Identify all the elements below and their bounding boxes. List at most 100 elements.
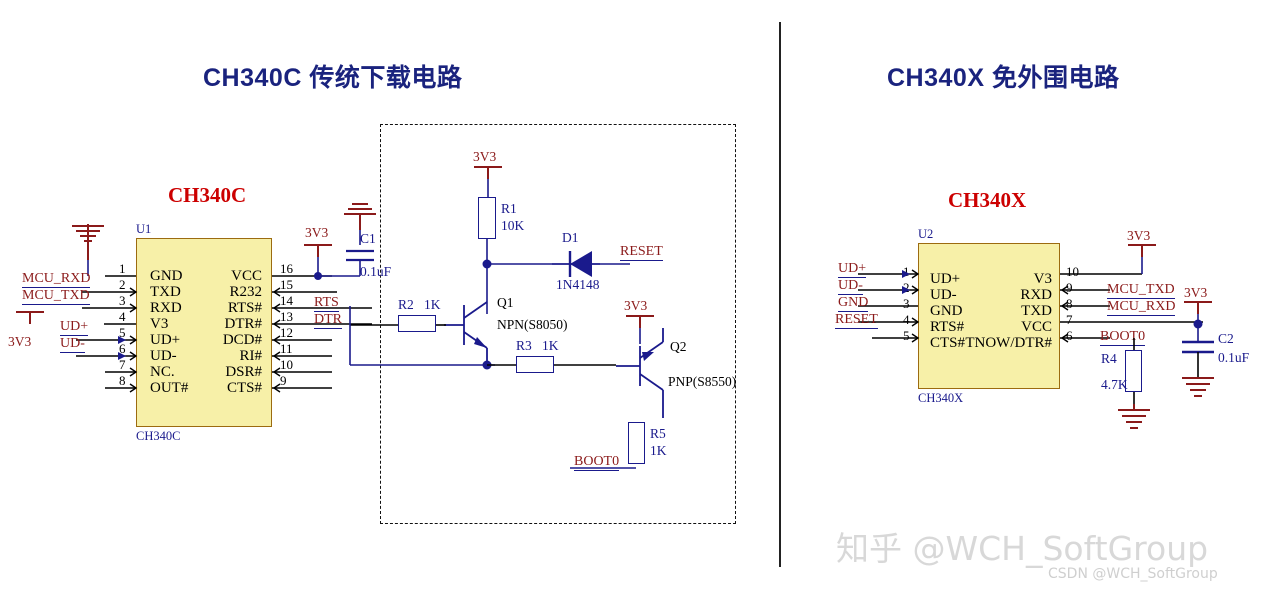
- net-label-dtr: DTR: [314, 312, 342, 329]
- power-label-3v3-u2: 3V3: [1127, 228, 1151, 243]
- r2-resistor-body: [398, 315, 436, 332]
- u2-pin-name-gnd: GND: [930, 303, 963, 319]
- u1-pin-name-r232: R232: [229, 284, 262, 300]
- u1-refdes: U1: [136, 222, 152, 236]
- u2-pin-num-6: 6: [1066, 328, 1073, 343]
- net-label-mcu-rxd-left: MCU_RXD: [22, 271, 91, 288]
- u1-pin-num-1: 1: [119, 261, 126, 276]
- u1-pin-num-3: 3: [119, 293, 126, 308]
- power-label-3v3-r1: 3V3: [473, 149, 497, 164]
- r4-resistor-body: [1125, 350, 1142, 392]
- u2-pin-num-5: 5: [903, 328, 910, 343]
- u1-pin-name-dtrh: DTR#: [224, 316, 263, 332]
- u2-pin-name-rxd: RXD: [1020, 287, 1052, 303]
- u2-pin-num-2: 2: [903, 280, 910, 295]
- r4-refdes: R4: [1101, 351, 1117, 366]
- u2-right-pin-wires: [1060, 273, 1203, 343]
- u1-pin-num-14: 14: [280, 293, 293, 308]
- u2-pin-num-4: 4: [903, 312, 910, 327]
- boot0-wire-left: [570, 467, 636, 469]
- c1-value: 0.1uF: [360, 264, 392, 279]
- u1-pin-num-6: 6: [119, 341, 126, 356]
- u2-pin-num-9: 9: [1066, 280, 1073, 295]
- r5-resistor-body: [628, 422, 645, 464]
- power-symbol-3v3-q2: [626, 315, 654, 344]
- power-label-3v3-c2: 3V3: [1184, 285, 1208, 300]
- u1-pin-name-udp: UD+: [150, 332, 181, 348]
- u2-pin-name-udn: UD-: [930, 287, 957, 303]
- u1-pin-num-4: 4: [119, 309, 126, 324]
- net-label-mcu-txd-right: MCU_TXD: [1107, 282, 1175, 299]
- d1-diode-symbol: [552, 251, 630, 277]
- r2-net-wires: [350, 324, 446, 326]
- u2-pin-name-rtsh: RTS#: [930, 319, 965, 335]
- u1-pin-num-11: 11: [280, 341, 293, 356]
- power-symbol-3v3-r1: [474, 166, 502, 197]
- u1-pin-name-nc: NC.: [150, 364, 175, 380]
- ch340x-red-label: CH340X: [948, 188, 1027, 212]
- net-label-reset-right: RESET: [835, 312, 878, 329]
- u1-pin-num-7: 7: [119, 357, 126, 372]
- net-label-udp-left: UD+: [60, 319, 89, 336]
- u1-pin-name-rih: RI#: [239, 348, 263, 364]
- u1-pin-name-rxd: RXD: [150, 300, 182, 316]
- gnd-symbol-u1-top: [72, 224, 104, 276]
- u2-pin-name-tnow: TNOW/DTR#: [965, 335, 1052, 351]
- u1-pin-name-dsrh: DSR#: [225, 364, 262, 380]
- u1-footprint: CH340C: [136, 429, 181, 443]
- power-symbol-3v3-left: [16, 311, 44, 324]
- u1-pin-name-ctsh: CTS#: [226, 380, 262, 396]
- c1-branch-wires: [314, 203, 376, 280]
- q2-value: PNP(S8550): [668, 374, 737, 389]
- r3-resistor-body: [516, 356, 554, 373]
- u1-pin-num-10: 10: [280, 357, 293, 372]
- net-label-udn-right: UD-: [838, 278, 863, 295]
- r1-resistor-body: [478, 197, 496, 239]
- net-label-udp-right: UD+: [838, 261, 867, 278]
- u2-pin-name-txd: TXD: [1021, 303, 1052, 319]
- u1-pin-name-rtsh: RTS#: [227, 300, 262, 316]
- u1-pin-num-2: 2: [119, 277, 126, 292]
- net-label-rts: RTS: [314, 295, 339, 312]
- panel-divider: [779, 22, 781, 567]
- r4-value: 4.7K: [1101, 377, 1128, 392]
- u2-pin-num-7: 7: [1066, 312, 1073, 327]
- u1-pin-name-vcc: VCC: [231, 268, 262, 284]
- power-symbol-3v3-u2: [1128, 244, 1156, 274]
- csdn-watermark: CSDN @WCH_SoftGroup: [1048, 566, 1218, 582]
- net-label-boot0-left: BOOT0: [574, 454, 620, 471]
- u2-pin-num-3: 3: [903, 296, 910, 311]
- download-circuit-dashed-region: [380, 124, 736, 524]
- u2-chip-body: [918, 243, 1060, 389]
- power-label-3v3-left: 3V3: [8, 334, 32, 349]
- rts-routing-wires: [349, 306, 495, 366]
- u1-pin-name-udn: UD-: [150, 348, 177, 364]
- ch340c-red-label: CH340C: [168, 183, 247, 207]
- u2-left-pin-wires: [858, 269, 920, 343]
- net-label-mcu-rxd-right: MCU_RXD: [1107, 299, 1176, 316]
- net-label-reset: RESET: [620, 244, 663, 261]
- r1-refdes: R1: [501, 201, 517, 216]
- u1-pin-name-out: OUT#: [150, 380, 189, 396]
- u1-pin-num-8: 8: [119, 373, 126, 388]
- r3-refdes: R3: [516, 338, 532, 353]
- u1-chip-body: [136, 238, 272, 427]
- u1-pin-name-dcdh: DCD#: [222, 332, 262, 348]
- c2-refdes: C2: [1218, 331, 1234, 346]
- net-label-mcu-txd-left: MCU_TXD: [22, 288, 90, 305]
- u1-left-pin-wires: [76, 275, 138, 393]
- r1-value: 10K: [501, 218, 525, 233]
- c2-value: 0.1uF: [1218, 350, 1250, 365]
- u1-pin-num-13: 13: [280, 309, 293, 324]
- u1-pin-name-v3: V3: [150, 316, 169, 332]
- u1-pin-name-txd: TXD: [150, 284, 181, 300]
- u2-pin-name-vcc: VCC: [1021, 319, 1052, 335]
- u2-pin-num-1: 1: [903, 264, 910, 279]
- left-circuit-title: CH340C 传统下载电路: [203, 64, 463, 92]
- r3-to-q2-wire: [554, 364, 616, 366]
- r2-value: 1K: [424, 297, 441, 312]
- r5-refdes: R5: [650, 426, 666, 441]
- q1-refdes: Q1: [497, 295, 514, 310]
- u1-pin-num-12: 12: [280, 325, 293, 340]
- c1-refdes: C1: [360, 231, 376, 246]
